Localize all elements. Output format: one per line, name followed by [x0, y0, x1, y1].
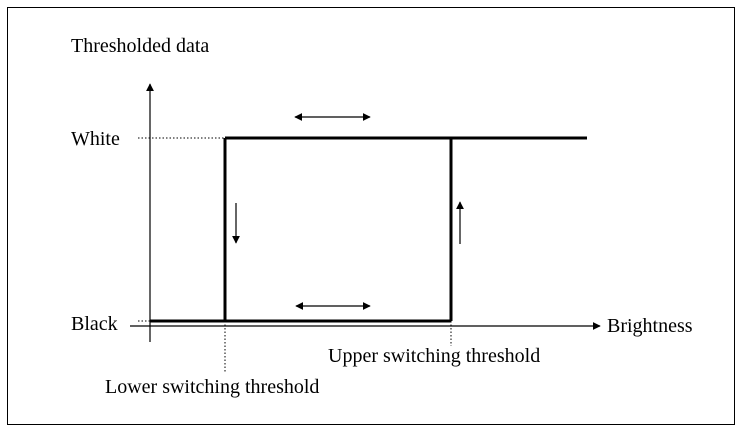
black-level-label: Black: [71, 313, 118, 335]
white-level-label: White: [71, 128, 120, 150]
y-axis-label: Thresholded data: [71, 35, 209, 57]
lower-threshold-label: Lower switching threshold: [105, 376, 319, 398]
figure-border: [7, 7, 735, 425]
upper-threshold-label: Upper switching threshold: [328, 345, 540, 367]
x-axis-label: Brightness: [607, 315, 693, 337]
